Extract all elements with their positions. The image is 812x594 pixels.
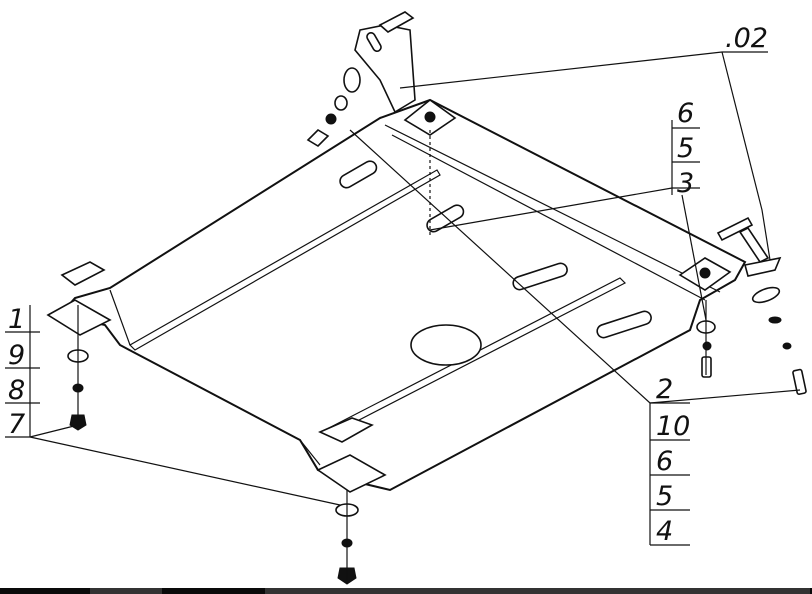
callout-9: 9 — [8, 340, 25, 371]
callout-2: 2 — [656, 374, 673, 405]
callout-3: 3 — [677, 168, 694, 199]
mount-bracket — [316, 454, 387, 493]
slots — [339, 160, 652, 339]
fasteners — [67, 67, 807, 585]
callout-10: 10 — [656, 411, 690, 442]
callout-02: .02 — [725, 23, 768, 54]
callout-7: 7 — [8, 409, 25, 440]
callout-1: 1 — [8, 304, 25, 335]
callout-4: 4 — [656, 516, 673, 547]
callout-8: 8 — [8, 375, 25, 406]
mount-bracket — [46, 299, 112, 336]
access-hole — [410, 324, 482, 366]
upper-bracket-arm — [354, 24, 416, 114]
callout-6: 6 — [677, 98, 694, 129]
bottom-strip — [0, 588, 812, 594]
skid-plate — [46, 11, 747, 493]
callout-6b: 6 — [656, 446, 673, 477]
callout-5b: 5 — [656, 481, 673, 512]
leader-lines — [5, 51, 801, 580]
callout-5: 5 — [677, 133, 694, 164]
callout-labels: .02 6 5 3 1 9 8 7 2 10 6 5 4 — [8, 23, 768, 547]
stiffener-rib — [129, 169, 441, 351]
